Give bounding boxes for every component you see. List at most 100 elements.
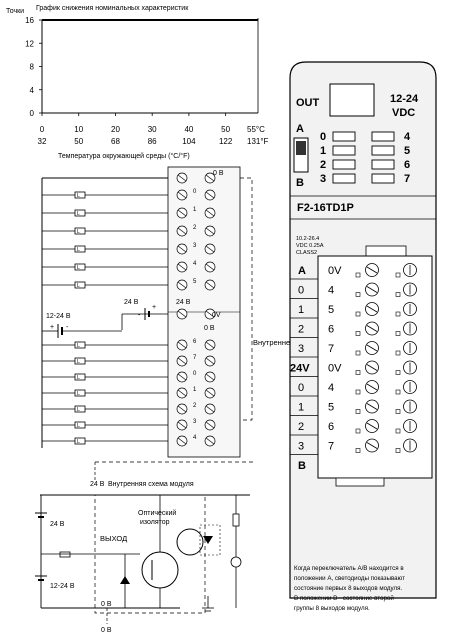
terminal-contact [395, 311, 401, 317]
terminal-screw-slot [366, 442, 378, 449]
terminal-screw-slot [177, 341, 187, 349]
chart-x-tick-label-c: 10 [74, 125, 83, 134]
note-line-4: В положении B - состояние второй [294, 595, 394, 602]
terminal-screw-slot [205, 281, 215, 289]
chart-y-tick-label: 16 [25, 16, 34, 25]
led-indicator [332, 173, 356, 184]
internal-box [94, 494, 206, 614]
terminal-row-value: 6 [328, 324, 334, 336]
terminal-contact [395, 370, 401, 375]
terminal-contact [395, 409, 401, 414]
switch-a-label: A [296, 123, 304, 135]
led-label-left: 1 [320, 145, 326, 157]
terminal-screw-slot [177, 373, 187, 381]
load-label: L [77, 407, 80, 413]
internal-gnd-1: 0 B [101, 601, 112, 608]
terminal-row-label: 1 [298, 402, 304, 414]
module-out-label: OUT [296, 97, 320, 109]
mosfet-circle [141, 551, 179, 589]
terminal-pin-label: 7 [193, 355, 197, 361]
module-voltage-line2: VDC [392, 107, 415, 119]
chart-x-label: Температура окружающей среды (°C/°F) [58, 152, 190, 160]
terminal-screw-slot [366, 325, 378, 332]
terminal-contact [355, 272, 361, 278]
terminal-contact [355, 350, 361, 356]
ab-switch-knob[interactable] [296, 141, 306, 155]
terminal-row-label: A [298, 265, 306, 277]
module-model: F2-16TD1P [297, 202, 354, 214]
terminal-contact [395, 331, 401, 336]
switch-note: Когда переключатель A/B находится в поло… [294, 565, 405, 612]
terminal-screw-slot [205, 245, 215, 253]
terminal-screw-slot [177, 357, 187, 365]
terminal-screw-slot [177, 437, 187, 445]
terminal-contact [355, 370, 361, 375]
terminal-screw-slot [205, 227, 215, 235]
load-resistor [74, 421, 86, 429]
internal-supply-1224: 12-24 B [50, 583, 75, 590]
chart-x-tick-label-c: 50 [221, 125, 230, 134]
terminal-contact [395, 428, 401, 434]
chart-title: График снижения номинальных характеристи… [36, 5, 189, 12]
terminal-contact [395, 292, 401, 297]
chart-x-tick-label-c: 20 [111, 125, 120, 134]
supply-24-plus: + [152, 304, 156, 311]
chart-x-tick-label-f: 50 [74, 137, 83, 146]
led-indicator [332, 145, 356, 156]
terminal-row-value: 4 [328, 382, 334, 394]
chart-y-tick-label: 8 [30, 63, 35, 72]
terminal-screw-slot [205, 373, 215, 381]
terminal-row-label: 0 [298, 382, 304, 394]
terminal-contact [355, 409, 361, 414]
led-label-left: 3 [320, 173, 326, 185]
terminal-pin-label: 5 [193, 279, 197, 285]
terminal-screw-slot [366, 266, 378, 274]
load-label: L [77, 283, 80, 289]
internal-connection-line [240, 177, 253, 421]
terminal-row-value: 5 [328, 402, 334, 414]
load-resistor [74, 389, 86, 397]
terminal-row-label: 2 [298, 324, 304, 336]
terminal-pin-label: 2 [193, 403, 197, 409]
load-label: L [77, 375, 80, 381]
terminal-screw-slot [205, 263, 215, 271]
terminal-pin-label: 4 [193, 435, 197, 441]
com-label-bottom: 0 B [204, 325, 215, 332]
terminal-screw-slot [177, 281, 187, 289]
terminal-screw-slot [177, 174, 187, 182]
load-resistor [74, 227, 86, 235]
terminal-screw-slot [205, 405, 215, 413]
terminal-contact [355, 389, 361, 395]
zener-diode [120, 576, 130, 584]
led-indicator [371, 173, 395, 184]
terminal-row-value: 4 [328, 285, 334, 297]
chart-y-tick-label: 12 [25, 39, 34, 48]
terminal-contact [355, 428, 361, 434]
terminal-row-value: 0V [328, 265, 342, 277]
terminal-contact [355, 311, 361, 317]
load-resistor [74, 437, 86, 445]
led-label-right: 4 [404, 131, 411, 143]
terminal-row-label: 3 [298, 343, 304, 355]
load-resistor [74, 209, 86, 217]
chart-x-tick-label-f: 32 [38, 137, 47, 146]
chart-y-tick-label: 4 [30, 86, 35, 95]
terminal-pin-label: 1 [193, 387, 197, 393]
terminal-row-value: 6 [328, 421, 334, 433]
terminal-pin-label: 0 [193, 189, 197, 195]
isolator-label-2: изолятор [140, 519, 170, 526]
load-resistor [74, 341, 86, 349]
terminal-contact [395, 272, 401, 278]
terminal-screw-slot [205, 174, 215, 182]
led-indicator [371, 145, 395, 156]
chart-unit-f: 131°F [247, 137, 269, 146]
terminal-pin-label: 2 [193, 225, 197, 231]
internal-supply-24: 24 B [50, 521, 65, 528]
zero-v-label: 0V [212, 312, 221, 319]
terminal-screw-slot [177, 421, 187, 429]
